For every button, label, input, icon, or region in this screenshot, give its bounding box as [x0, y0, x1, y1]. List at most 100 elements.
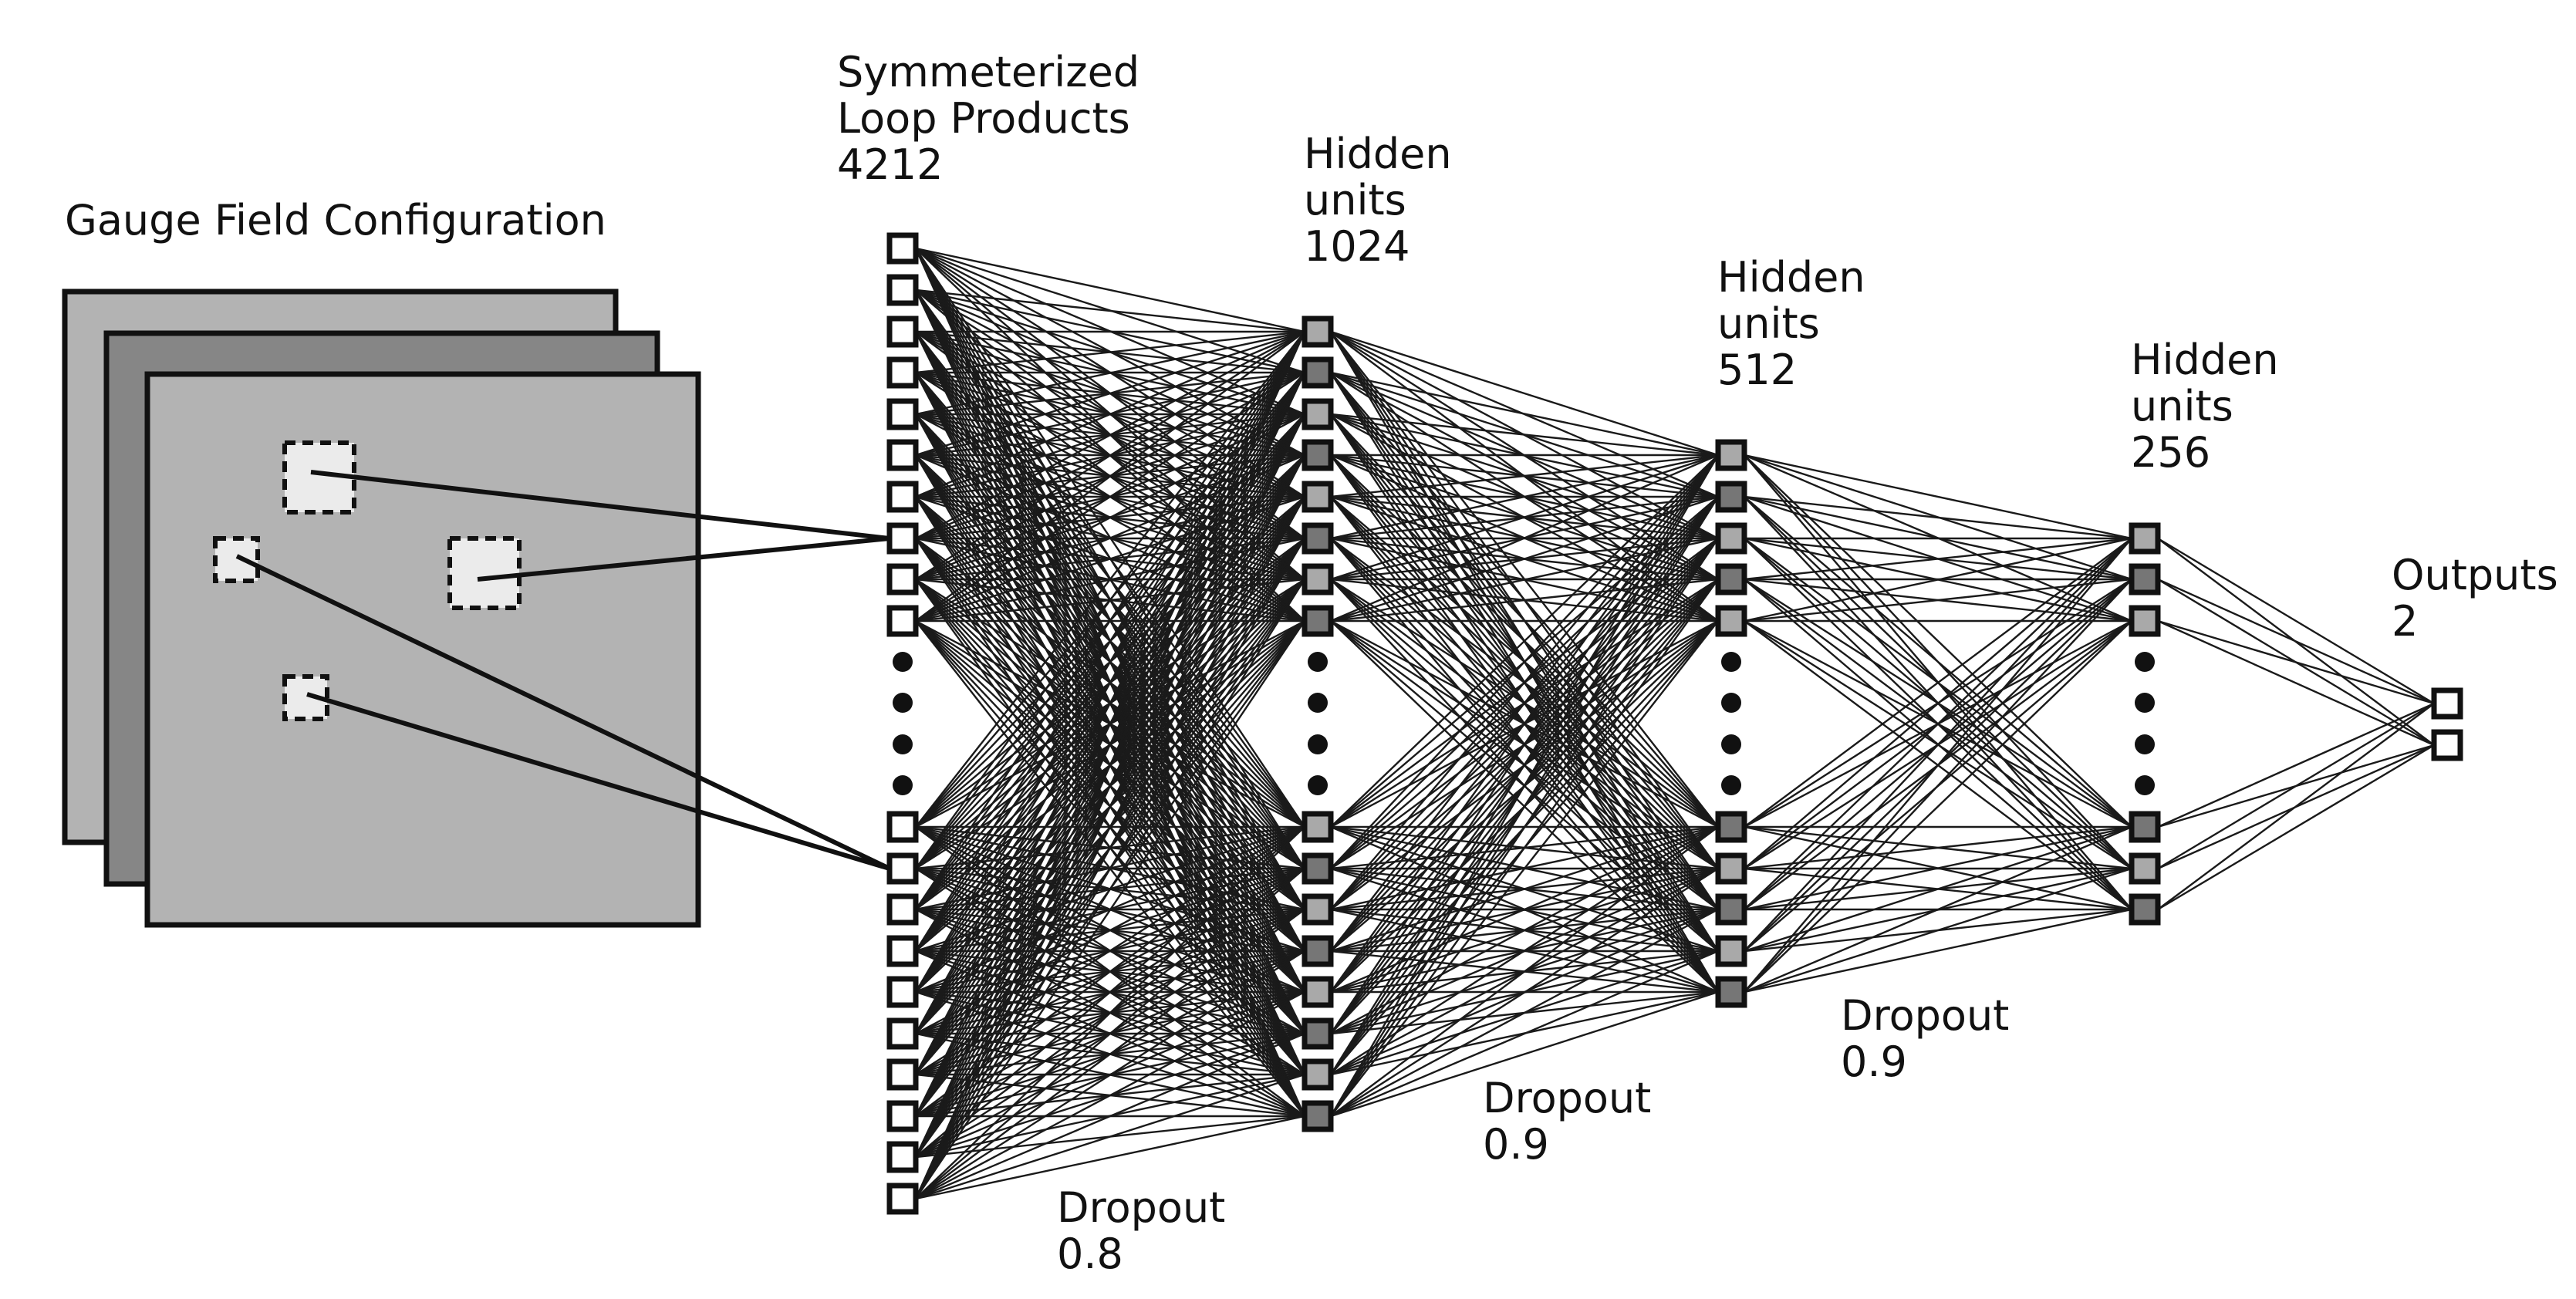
- input-node-19: [886, 1183, 919, 1215]
- input-node-17: [886, 1100, 919, 1132]
- edge-h2-4-h3-0: [1744, 537, 2132, 623]
- connector-left-patch: [235, 554, 891, 871]
- dropout-1-value: 0.8: [1057, 1230, 1123, 1278]
- edge-h1-15-h2-3: [1330, 579, 1719, 1117]
- input-node-11: [886, 852, 919, 885]
- output-node-0: [2431, 687, 2463, 720]
- h1-ellipsis-dot-1: [1308, 693, 1328, 713]
- gauge-field-panels: [62, 288, 891, 928]
- h1-node-13: [1302, 1017, 1334, 1050]
- h3-ellipsis-dot-3: [2135, 775, 2155, 795]
- edge-h1-15-h2-8: [1330, 950, 1719, 1118]
- edge-h1-6-h2-0: [1330, 454, 1719, 581]
- gauge-field-title: Gauge Field Configuration: [65, 196, 606, 245]
- h1-node-9: [1302, 852, 1334, 885]
- edge-input-4-h1-0: [915, 330, 1305, 416]
- input-layer-name-line-1: Symmeterized: [837, 48, 1140, 96]
- dropout-1-label: Dropout: [1057, 1183, 1226, 1232]
- edge-h1-15-h2-5: [1330, 826, 1719, 1117]
- edge-input-11-h1-0: [915, 331, 1305, 869]
- edge-h1-15-h2-4: [1330, 620, 1719, 1117]
- h1-ellipsis-dot-0: [1308, 652, 1328, 672]
- h3-node-3: [2129, 811, 2161, 843]
- edge-h2-9-h3-3: [1744, 825, 2132, 994]
- gauge-panel-front: [144, 371, 701, 928]
- h3-ellipsis-dot-2: [2135, 734, 2155, 754]
- edge-input-9-h1-0: [915, 331, 1305, 622]
- h3-node-2: [2129, 605, 2161, 637]
- edge-input-6-h1-0: [915, 330, 1305, 498]
- edge-input-19-h1-0: [914, 331, 1306, 1199]
- h1-node-12: [1302, 976, 1334, 1008]
- edge-h3-5-output-0: [2157, 703, 2435, 910]
- h2-ellipsis-dot-3: [1721, 775, 1741, 795]
- edge-h2-9-h3-5: [1744, 908, 2132, 994]
- edge-input-5-h1-0: [915, 330, 1305, 457]
- edge-h1-14-h2-0: [1329, 454, 1720, 1075]
- input-node-10: [886, 811, 919, 843]
- edge-h2-3-h3-0: [1744, 537, 2132, 581]
- h2-node-0: [1715, 439, 1747, 471]
- edge-h1-15-h2-9: [1330, 990, 1719, 1118]
- edge-h2-9-h3-4: [1744, 867, 2132, 994]
- edge-h1-8-h2-0: [1330, 454, 1719, 828]
- edge-input-19-h1-12: [915, 990, 1305, 1200]
- hidden-layer-3-name-line-1: Hidden: [2131, 336, 2279, 384]
- h2-ellipsis-dot-1: [1721, 693, 1741, 713]
- connection-edges: [914, 247, 2435, 1200]
- h2-node-5: [1715, 811, 1747, 843]
- input-node-12: [886, 893, 919, 926]
- h2-node-7: [1715, 893, 1747, 926]
- edge-input-19-h1-9: [915, 868, 1305, 1199]
- edge-h2-0-h3-0: [1744, 454, 2132, 540]
- input-node-7: [886, 522, 919, 555]
- input-node-16: [886, 1058, 919, 1091]
- edge-input-19-h1-15: [915, 1115, 1305, 1200]
- edge-h1-11-h2-0: [1330, 454, 1719, 952]
- edge-input-3-h1-0: [915, 330, 1305, 374]
- h1-node-7: [1302, 605, 1334, 637]
- edge-input-15-h1-0: [914, 331, 1306, 1034]
- dropout-3-label: Dropout: [1841, 991, 2010, 1040]
- edge-h2-5-h3-0: [1744, 538, 2132, 828]
- input-node-18: [886, 1141, 919, 1173]
- edge-h2-7-h3-0: [1744, 538, 2132, 910]
- h1-ellipsis-dot-2: [1308, 734, 1328, 754]
- h3-ellipsis-dot-1: [2135, 693, 2155, 713]
- dropout-2-label: Dropout: [1483, 1074, 1652, 1122]
- h1-node-10: [1302, 893, 1334, 926]
- edge-h1-9-h2-0: [1330, 454, 1719, 869]
- edge-h1-15-h2-1: [1329, 496, 1720, 1117]
- dropout-2-value: 0.9: [1483, 1120, 1549, 1169]
- edge-input-17-h1-0: [914, 331, 1306, 1117]
- edge-h2-9-h3-1: [1744, 579, 2132, 993]
- input-node-3: [886, 356, 919, 389]
- input-node-9: [886, 605, 919, 637]
- hidden-layer-1-count: 1024: [1304, 222, 1410, 271]
- hidden-layer-1-name-line-1: Hidden: [1304, 130, 1452, 178]
- input-node-8: [886, 563, 919, 596]
- edge-h3-5-output-1: [2157, 744, 2435, 911]
- input-node-15: [886, 1017, 919, 1050]
- h2-node-8: [1715, 935, 1747, 967]
- h3-node-5: [2129, 893, 2161, 926]
- edge-h3-1-output-0: [2157, 578, 2435, 705]
- h2-node-9: [1715, 976, 1747, 1008]
- edge-h3-2-output-0: [2157, 619, 2435, 705]
- edge-input-10-h1-0: [915, 331, 1305, 828]
- edge-input-19-h1-3: [914, 454, 1306, 1199]
- h2-node-1: [1715, 481, 1747, 513]
- h1-node-11: [1302, 935, 1334, 967]
- h1-node-4: [1302, 481, 1334, 513]
- edge-h2-1-h3-0: [1744, 495, 2132, 540]
- edge-h1-15-h2-0: [1329, 454, 1720, 1117]
- edge-input-1-h1-0: [915, 288, 1305, 333]
- edge-h1-15-h2-2: [1330, 538, 1719, 1117]
- edge-input-12-h1-0: [915, 331, 1305, 910]
- h1-node-8: [1302, 811, 1334, 843]
- h3-node-4: [2129, 852, 2161, 885]
- h1-node-1: [1302, 356, 1334, 389]
- edge-input-0-h1-0: [915, 247, 1305, 333]
- connector-bottom-patch: [306, 692, 890, 871]
